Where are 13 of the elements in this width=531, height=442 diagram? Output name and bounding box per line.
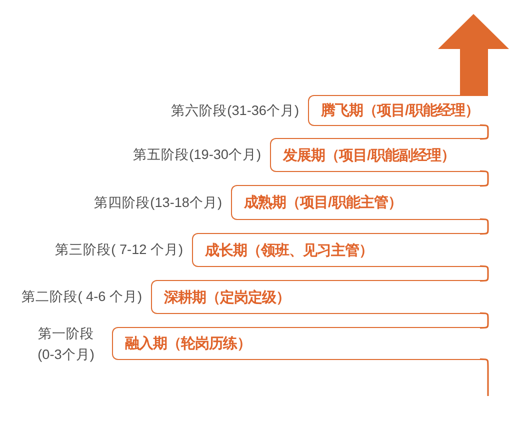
stage-title: 发展期（项目/职能副经理） (283, 146, 455, 164)
stage-title: 成熟期（项目/职能主管） (244, 193, 402, 212)
stage-title: 腾飞期（项目/职能经理） (321, 102, 479, 120)
stage-title: 深耕期（定岗定级） (164, 288, 290, 306)
connector-line (480, 358, 489, 396)
stage-label: 第三阶段( 7-12 个月) (55, 241, 183, 259)
stage-title: 成长期（领班、见习主管） (205, 241, 373, 260)
stage-label: 第四阶段(13-18个月) (94, 194, 222, 212)
stage-title: 融入期（轮岗历练） (125, 334, 251, 353)
stage-label: 第一阶段(0-3个月) (36, 324, 96, 364)
stage-label: 第二阶段( 4-6 个月) (22, 288, 142, 306)
stage-label: 第五阶段(19-30个月) (133, 146, 261, 164)
stage-label: 第六阶段(31-36个月) (171, 102, 299, 120)
